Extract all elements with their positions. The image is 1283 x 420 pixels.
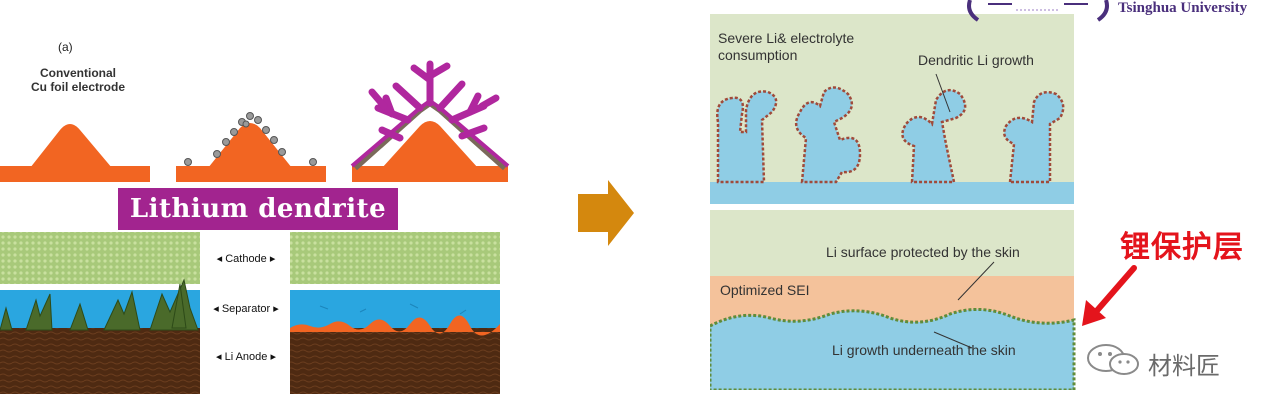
stage-dendrites [350,60,510,182]
flow-arrow-icon [578,180,634,246]
label-optimized-sei: Optimized SEI [720,282,810,298]
right-figure [710,14,1076,390]
university-logo-icon [967,0,1109,22]
electrode-title-line1: Conventional [39,66,116,80]
stage-particles [176,112,326,182]
label-growth-underneath: Li growth underneath the skin [832,342,1016,358]
wechat-icon [1087,344,1139,375]
electrode-title-line2: Cu foil electrode [30,80,125,94]
electrode-stages [0,60,510,182]
panel-dendritic [710,14,1074,204]
callout-arrow-icon [1082,265,1137,326]
label-cathode: ◂ Cathode ▸ [216,253,276,265]
cell-dendritic [0,232,200,394]
university-name: Tsinghua University [1118,0,1248,16]
label-surface-protected: Li surface protected by the skin [826,244,1020,260]
panel-protected [710,73,1076,390]
dendrite-banner: Lithium dendrite [118,188,398,230]
cell-protected [290,232,500,394]
label-consumption: Severe Li& electrolyte consumption [718,30,855,63]
label-anode: ◂ Li Anode ▸ [216,351,276,363]
label-dendritic-growth: Dendritic Li growth [918,52,1034,68]
callout-label: 锂保护层 [1120,230,1244,265]
label-separator: ◂ Separator ▸ [213,303,279,315]
stage-conventional [0,124,150,182]
cell-cross-sections [0,232,500,394]
left-figure: (a) Conventional Cu foil electrode [0,0,520,400]
watermark-text: 材料匠 [1148,352,1220,380]
panel-label: (a) [58,40,73,54]
